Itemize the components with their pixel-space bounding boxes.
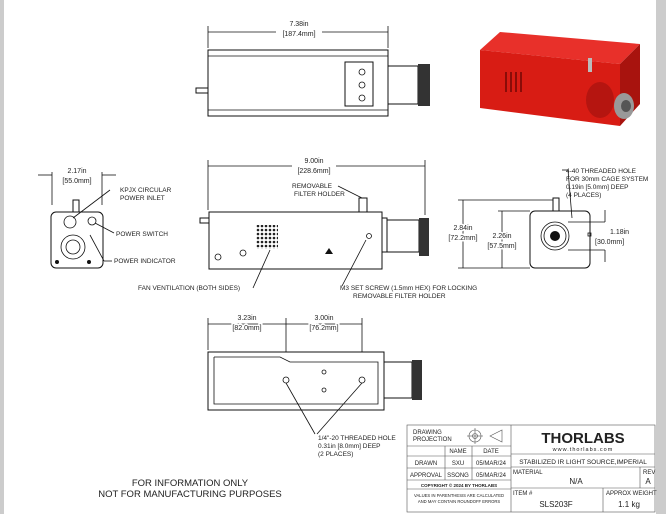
date-header: DATE <box>483 449 499 455</box>
mount-hole-label-2: 0.31in [8.0mm] DEEP <box>318 443 381 450</box>
top-view: 7.38in [187.4mm] <box>195 21 430 117</box>
filter-holder-label-1: REMOVABLE <box>292 183 333 190</box>
rev-value: A <box>645 477 651 486</box>
approval-label: APPROVAL <box>410 473 443 479</box>
material-label: MATERIAL <box>513 470 543 476</box>
footer-line-1: FOR INFORMATION ONLY <box>132 478 249 489</box>
side-view: 9.00in [228.6mm] REMOVABLE FILTER HOLDER… <box>138 158 477 300</box>
product-render <box>480 32 640 126</box>
mount-hole-label-3: (2 PLACES) <box>318 451 353 458</box>
body-height-mm: [57.5mm] <box>487 243 516 250</box>
bottom-b-in: 3.00in <box>314 315 333 322</box>
drawn-date: 05/MAR/24 <box>476 461 507 467</box>
note-2: AND MAY CONTAIN ROUNDOFF ERRORS <box>418 499 501 504</box>
note-1: VALUES IN PARENTHESIS ARE CALCULATED <box>414 493 504 498</box>
height-in: 2.84in <box>453 225 472 232</box>
body-height-in: 2.26in <box>492 233 511 240</box>
approval-date: 05/MAR/24 <box>476 473 507 479</box>
logo-url: www.thorlabs.com <box>552 447 614 453</box>
filter-holder-label-2: FILTER HOLDER <box>294 191 345 198</box>
side-length-in: 9.00in <box>304 158 323 165</box>
left-border <box>0 0 4 514</box>
fan-label: FAN VENTILATION (BOTH SIDES) <box>138 285 240 292</box>
bottom-a-in: 3.23in <box>237 315 256 322</box>
front-width-mm: [55.0mm] <box>62 178 91 185</box>
drawn-name: SXU <box>452 461 464 467</box>
bottom-b-mm: [76.2mm] <box>309 325 338 332</box>
right-border <box>656 0 666 514</box>
power-inlet-label-2: POWER INLET <box>120 195 165 202</box>
cage-hole-label-1: 4-40 THREADED HOLE <box>566 168 637 175</box>
material-value: N/A <box>569 477 583 486</box>
power-indicator-label: POWER INDICATOR <box>114 258 176 265</box>
cage-hole-label-2: FOR 30mm CAGE SYSTEM <box>566 176 648 183</box>
approval-name: SSONG <box>447 473 469 479</box>
power-switch-label: POWER SWITCH <box>116 231 168 238</box>
copyright: COPYRIGHT © 2024 BY THORLABS <box>421 482 497 488</box>
item-value: SLS203F <box>539 500 572 509</box>
front-width-in: 2.17in <box>67 168 86 175</box>
top-length-in: 7.38in <box>289 21 308 28</box>
bottom-a-mm: [82.0mm] <box>232 325 261 332</box>
rev-label: REV <box>643 470 655 476</box>
footer-line-2: NOT FOR MANUFACTURING PURPOSES <box>98 489 282 500</box>
set-screw-label-1: M3 SET SCREW (1.5mm HEX) FOR LOCKING <box>340 285 477 292</box>
set-screw-label-2: REMOVABLE FILTER HOLDER <box>353 293 446 300</box>
cage-hole-label-4: (4 PLACES) <box>566 192 601 199</box>
mount-hole-label-1: 1/4"-20 THREADED HOLE <box>318 435 396 442</box>
side-length-mm: [228.6mm] <box>297 168 330 175</box>
right-end-view: 2.84in [72.2mm] 2.26in [57.5mm] 1.18in [… <box>447 168 648 269</box>
cage-mm: [30.0mm] <box>595 239 624 246</box>
projection-label-1: DRAWING <box>413 430 442 436</box>
power-inlet-label-1: KPJX CIRCULAR <box>120 187 172 194</box>
drawn-label: DRAWN <box>415 461 437 467</box>
weight-value: 1.1 kg <box>618 500 640 509</box>
bottom-view: 3.23in [82.0mm] 3.00in [76.2mm] 1/4"-20 … <box>207 315 422 458</box>
height-mm: [72.2mm] <box>448 235 477 242</box>
title-block <box>406 424 656 513</box>
projection-label-2: PROJECTION <box>413 437 452 443</box>
cage-hole-label-3: 0.19in [5.0mm] DEEP <box>566 184 629 191</box>
thorlabs-logo: THORLABS <box>541 430 624 447</box>
drawing-title: STABILIZED IR LIGHT SOURCE,IMPERIAL <box>519 459 647 466</box>
weight-label: APPROX WEIGHT <box>606 491 657 497</box>
item-label: ITEM # <box>513 491 533 497</box>
left-end-view: 2.17in [55.0mm] KPJX CIRCULAR POWER INLE… <box>38 168 176 269</box>
title-block-text: DRAWING PROJECTION NAME DATE DRAWN SXU 0… <box>410 430 657 509</box>
top-length-mm: [187.4mm] <box>282 31 315 38</box>
name-header: NAME <box>449 449 466 455</box>
cage-in: 1.18in <box>610 229 629 236</box>
